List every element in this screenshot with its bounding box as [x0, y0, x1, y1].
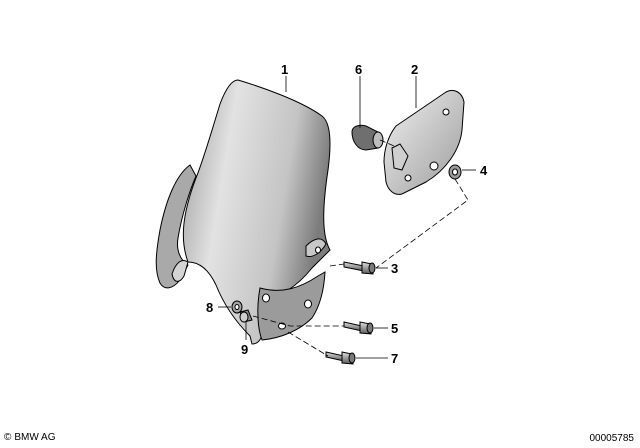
screw-part-3	[343, 261, 376, 275]
leader-lines	[218, 76, 476, 359]
callout-7: 7	[391, 351, 398, 366]
brand-name: BMW AG	[14, 432, 56, 443]
assembly-lines	[252, 139, 469, 357]
bracket-part-2	[383, 89, 465, 195]
copyright-brand: © BMW AG	[4, 432, 56, 443]
callout-5: 5	[391, 321, 398, 336]
nut-part-4	[448, 164, 462, 180]
buffer-part-6	[351, 124, 384, 151]
screw-part-5	[343, 321, 374, 335]
windshield-part-1	[155, 79, 331, 345]
callout-6: 6	[355, 62, 362, 77]
copyright-symbol: ©	[4, 432, 12, 443]
screw-part-7	[325, 351, 356, 365]
callout-9: 9	[241, 342, 248, 357]
diagram-code: 00005785	[589, 433, 635, 444]
washer-part-8	[231, 300, 243, 314]
callout-2: 2	[411, 62, 418, 77]
callout-8: 8	[206, 300, 213, 315]
sleeve-part-9	[239, 309, 253, 323]
callout-3: 3	[391, 261, 398, 276]
callout-4: 4	[480, 163, 488, 178]
callout-1: 1	[281, 62, 288, 77]
